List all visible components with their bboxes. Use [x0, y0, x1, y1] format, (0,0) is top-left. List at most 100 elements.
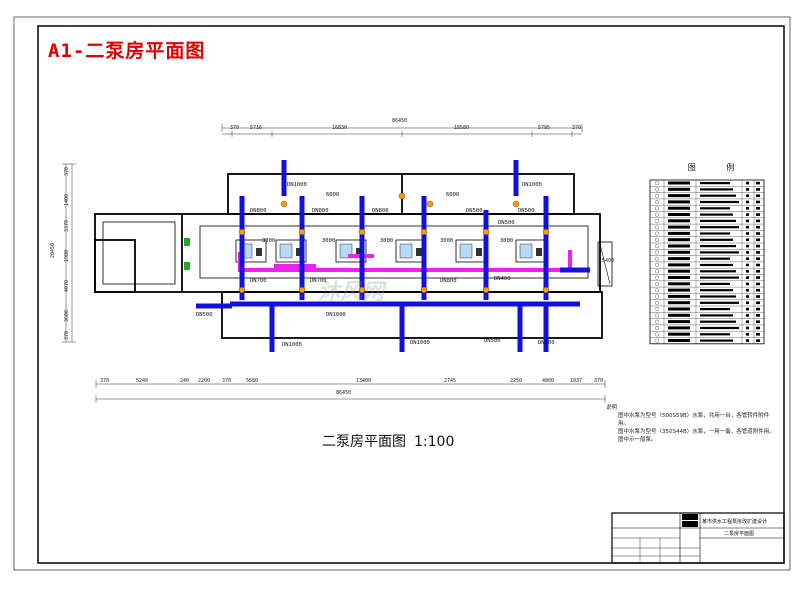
right-annex-door — [599, 243, 611, 285]
legend-qty-2 — [746, 194, 749, 197]
legend-spec-5 — [700, 213, 733, 216]
legend-name-9 — [668, 238, 690, 242]
legend-symbol-7 — [655, 225, 659, 230]
legend-qty-25 — [746, 339, 749, 342]
title-block-project: 某市供水工程泵房改扩建设计 — [702, 519, 768, 525]
legend-qty-9 — [746, 238, 749, 242]
legend-unit-14 — [756, 270, 760, 273]
bottom-seg-10: 1037 — [570, 378, 583, 384]
bottom-seg-1: 5240 — [136, 378, 149, 384]
legend-name-13 — [668, 263, 690, 267]
pipe-label-5: DN500 — [466, 208, 483, 214]
right-dimension: 5400 — [602, 258, 615, 264]
room-label-6: 6000 — [326, 192, 340, 198]
legend-spec-3 — [700, 200, 739, 204]
legend-symbol-22 — [655, 319, 659, 324]
legend-spec-22 — [700, 320, 736, 323]
legend-name-3 — [668, 200, 690, 204]
legend-qty-7 — [746, 225, 749, 229]
legend-spec-0 — [700, 182, 730, 185]
legend-symbol-1 — [655, 187, 659, 192]
legend-spec-6 — [700, 219, 736, 222]
legend-symbol-23 — [655, 326, 659, 330]
legend-name-5 — [668, 213, 690, 216]
legend-name-17 — [668, 288, 690, 292]
legend-spec-18 — [700, 295, 736, 298]
legend-unit-5 — [756, 213, 760, 216]
legend-symbol-8 — [655, 231, 659, 236]
legend-symbol-16 — [655, 282, 659, 286]
legend-unit-21 — [756, 314, 760, 317]
sheet-title: A1-二泵房平面图 — [48, 40, 206, 62]
legend-symbol-25 — [655, 338, 659, 343]
legend-unit-23 — [756, 326, 760, 330]
legend-unit-13 — [756, 263, 760, 267]
legend-name-22 — [668, 320, 690, 324]
valve-12 — [280, 200, 288, 208]
valve-15 — [398, 192, 406, 200]
legend-name-12 — [668, 257, 690, 261]
equipment-row — [235, 239, 547, 263]
pipe-label-14: DN500 — [196, 312, 213, 318]
legend-unit-6 — [756, 219, 760, 223]
valve-10 — [482, 286, 490, 294]
bottom-seg-2: 240 — [180, 378, 190, 384]
notes-line-3: 图中示一般泵。 — [618, 437, 657, 443]
left-seg-3: 1980 — [64, 249, 70, 262]
valve-14 — [426, 200, 434, 208]
left-dimension-line — [62, 163, 76, 343]
legend-qty-5 — [746, 213, 749, 216]
room-label-1: 3000 — [262, 238, 276, 244]
side-room — [102, 221, 176, 285]
legend-unit-9 — [756, 238, 760, 242]
legend-unit-12 — [756, 257, 760, 260]
legend-spec-11 — [700, 251, 739, 254]
legend-table — [649, 179, 765, 345]
legend-name-20 — [668, 307, 690, 311]
legend-spec-2 — [700, 194, 736, 197]
plan-title-text: 二泵房平面图 — [322, 434, 406, 450]
legend-unit-8 — [756, 232, 760, 235]
legend-symbol-4 — [655, 206, 659, 211]
door-green-lower — [184, 262, 190, 270]
legend-symbol-14 — [655, 269, 659, 274]
legend-qty-20 — [746, 307, 749, 311]
legend-qty-14 — [746, 270, 749, 273]
inner-wall-hall — [199, 225, 589, 279]
legend-symbol-5 — [655, 212, 659, 217]
legend-unit-19 — [756, 301, 760, 305]
legend-spec-19 — [700, 301, 739, 304]
legend-spec-14 — [700, 270, 736, 273]
legend-qty-24 — [746, 333, 749, 336]
legend-qty-16 — [746, 282, 749, 286]
top-seg-3: 18580 — [454, 125, 470, 131]
legend-spec-9 — [700, 238, 733, 241]
valve-markers — [238, 192, 550, 294]
outer-frame — [13, 16, 791, 571]
legend-qty-13 — [746, 263, 749, 267]
bottom-seg-7: 2745 — [444, 378, 457, 384]
legend-qty-15 — [746, 276, 749, 279]
legend-spec-16 — [700, 282, 730, 285]
valve-6 — [238, 286, 246, 294]
pipe-label-4: DN800 — [372, 208, 389, 214]
legend-qty-21 — [746, 314, 749, 317]
legend-spec-1 — [700, 188, 733, 191]
legend-spec-10 — [700, 245, 736, 248]
title-block-label-b — [682, 521, 698, 527]
legend-symbol-6 — [655, 218, 659, 223]
bottom-seg-9: 4800 — [542, 378, 555, 384]
right-annex — [597, 241, 613, 287]
bottom-total-dimension: 86450 — [336, 390, 352, 396]
top-dimension-line — [221, 124, 583, 137]
pipe-label-8: DN700 — [310, 278, 327, 284]
watermark: 沐风网 — [318, 280, 385, 305]
bottom-dimension-line — [95, 380, 606, 403]
legend-symbol-18 — [655, 294, 659, 299]
legend-symbol-17 — [655, 288, 659, 293]
pipe-label-12: DN1000 — [282, 342, 302, 348]
top-seg-4: 5795 — [538, 125, 551, 131]
pipe-label-13: DN1000 — [410, 340, 430, 346]
door-green-upper — [184, 238, 190, 246]
valve-5 — [542, 228, 550, 236]
